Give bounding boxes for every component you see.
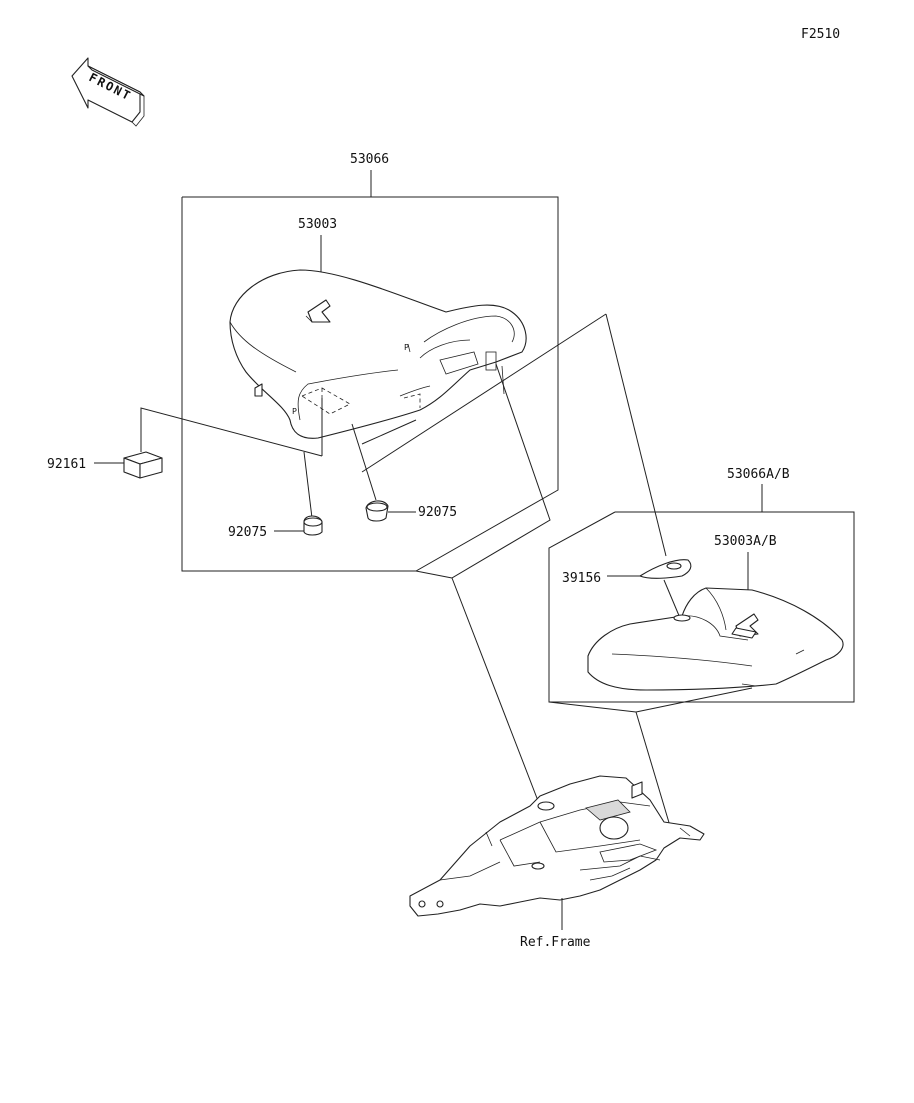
option-seat-drawing	[587, 587, 844, 691]
seat-assy-group: 53066 53003 P P	[47, 152, 667, 807]
svg-text:P: P	[292, 407, 297, 416]
label-ref-frame: Ref.Frame	[520, 935, 591, 950]
label-53066: 53066	[350, 152, 389, 167]
seat-drawing: P P	[229, 269, 527, 456]
damper-right: 92075	[351, 423, 457, 522]
plate-39156: 39156	[562, 559, 692, 619]
label-53003: 53003	[298, 217, 337, 232]
label-53003ab: 53003A/B	[714, 534, 777, 549]
figure-code: F2510	[801, 27, 840, 42]
pad-92161: 92161	[47, 407, 323, 479]
seat-assy-box	[181, 196, 559, 572]
svg-text:P: P	[404, 343, 409, 352]
label-92075-left: 92075	[228, 525, 267, 540]
damper-left: 92075	[228, 451, 323, 540]
label-92075-right: 92075	[418, 505, 457, 520]
label-53066ab: 53066A/B	[727, 467, 790, 482]
option-seat-box	[548, 511, 855, 703]
label-92161: 92161	[47, 457, 86, 472]
front-arrow-icon: FRONT	[71, 57, 145, 127]
label-39156: 39156	[562, 571, 601, 586]
option-seat-group: 53066A/B 53003A/B 39156	[548, 467, 855, 827]
rear-frame: Ref.Frame	[409, 775, 705, 950]
